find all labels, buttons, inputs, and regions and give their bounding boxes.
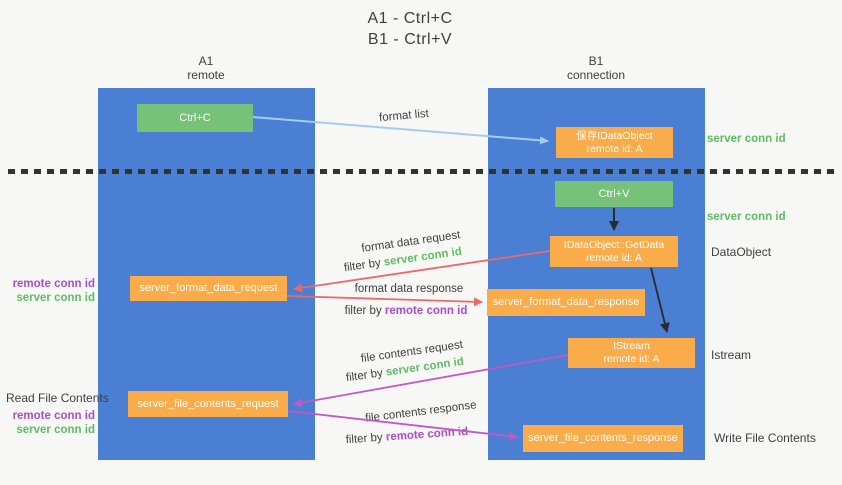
- node-server-format-data-response: server_format_data_response: [487, 289, 645, 316]
- title-line-2: B1 - Ctrl+V: [367, 31, 453, 48]
- node-file-response-label: server_file_contents_response: [528, 432, 678, 444]
- node-ctrl-v-label: Ctrl+V: [598, 187, 630, 200]
- right-label-write-file-contents: Write File Contents: [714, 431, 816, 445]
- node-ctrl-c-label: Ctrl+C: [179, 111, 211, 124]
- diagram-title: A1 - Ctrl+C B1 - Ctrl+V: [310, 8, 510, 50]
- node-server-format-data-request: server_format_data_request: [130, 276, 287, 301]
- filter-by-text: filter by: [345, 431, 384, 447]
- node-format-response-label: server_format_data_response: [492, 296, 640, 308]
- arrow-format-request-to-response: [286, 295, 483, 307]
- right-server-conn-id-mid: server conn id: [707, 211, 786, 223]
- edge-label-filter-file-response: filter by remote conn id: [327, 424, 488, 449]
- node-istream-line2: remote id: A: [603, 353, 660, 365]
- node-istream: IStream remote id: A: [568, 338, 695, 368]
- node-istream-line1: IStream: [613, 340, 650, 352]
- right-column-id: B1: [588, 54, 604, 68]
- node-ctrl-c: Ctrl+C: [137, 104, 253, 132]
- left-conn-id-block-top: remote conn id server conn id: [7, 278, 95, 305]
- dotted-separator-line: [8, 169, 835, 174]
- left-label-read-file-contents: Read File Contents: [6, 391, 109, 405]
- right-column-subtitle: connection: [566, 68, 626, 82]
- right-label-istream: Istream: [711, 348, 752, 362]
- left-column-header: A1 remote: [146, 54, 266, 82]
- edge-label-format-list: format list: [378, 107, 430, 125]
- edge-label-file-contents-response: file contents response: [364, 399, 478, 425]
- left-remote-conn-id-top: remote conn id: [12, 278, 95, 290]
- filter-by-text: filter by: [343, 257, 382, 275]
- right-column-header: B1 connection: [536, 54, 656, 82]
- node-save-idataobject-line2: remote id: A: [586, 142, 643, 155]
- right-label-dataobject: DataObject: [711, 245, 772, 259]
- edge-label-filter-format-response: filter by remote conn id: [326, 305, 486, 319]
- node-save-idataobject: 保存IDataObject remote id: A: [556, 127, 673, 158]
- left-server-conn-id-top: server conn id: [16, 291, 95, 304]
- node-file-request-label: server_file_contents_request: [137, 397, 279, 410]
- left-server-conn-id-bottom: server conn id: [16, 423, 95, 436]
- remote-conn-id-tag: remote conn id: [384, 305, 468, 317]
- node-server-file-contents-request: server_file_contents_request: [128, 391, 288, 417]
- node-format-request-label: server_format_data_request: [139, 282, 278, 294]
- node-idataobject-getdata: IDataObject::GetData remote id: A: [550, 236, 678, 267]
- edge-label-format-data-response: format data response: [354, 283, 464, 295]
- node-getdata-line1: IDataObject::GetData: [563, 238, 665, 251]
- filter-by-text: filter by: [344, 305, 382, 317]
- title-line-1: A1 - Ctrl+C: [367, 10, 453, 27]
- left-conn-id-block-bottom: remote conn id server conn id: [7, 410, 95, 437]
- filter-by-text: filter by: [345, 367, 384, 385]
- node-ctrl-v: Ctrl+V: [555, 181, 673, 207]
- left-column-id: A1: [198, 54, 214, 68]
- left-column-subtitle: remote: [187, 68, 225, 82]
- node-save-idataobject-line1: 保存IDataObject: [576, 129, 653, 142]
- node-getdata-line2: remote id: A: [585, 251, 643, 264]
- left-remote-conn-id-bottom: remote conn id: [12, 410, 95, 422]
- remote-conn-id-tag: remote conn id: [385, 425, 469, 444]
- right-server-conn-id-top: server conn id: [707, 133, 786, 145]
- node-server-file-contents-response: server_file_contents_response: [523, 425, 683, 452]
